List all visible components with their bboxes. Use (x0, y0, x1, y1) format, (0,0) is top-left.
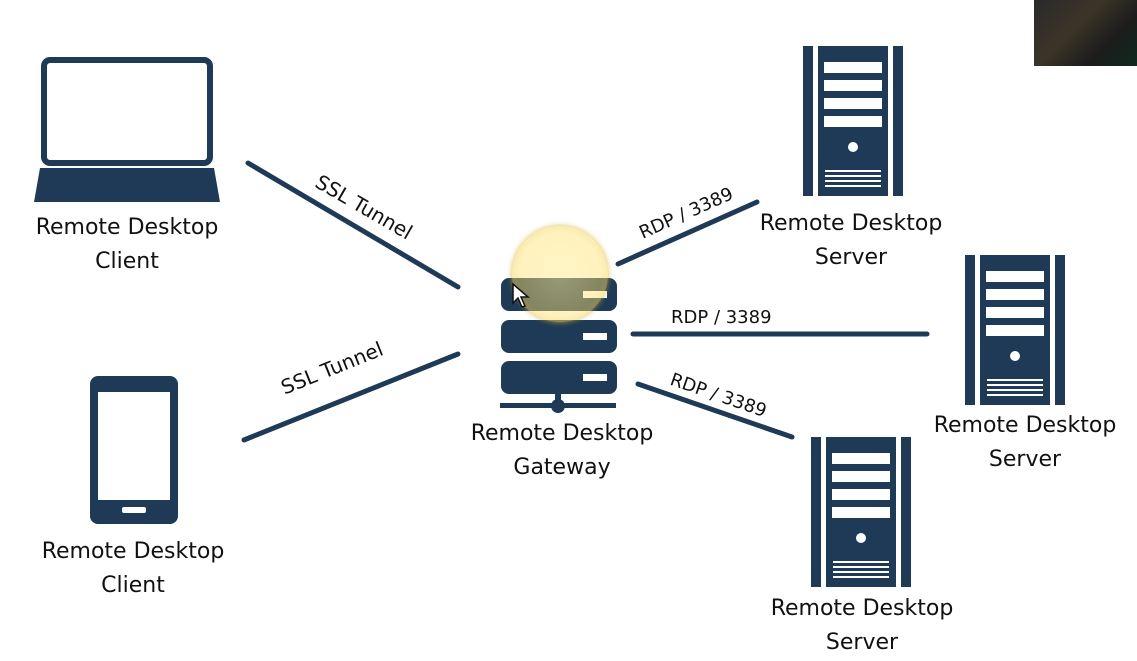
tower-server-icon (965, 255, 1065, 405)
edge-label-rdp-middle: RDP / 3389 (671, 307, 772, 328)
node-label-laptop-client: Remote Desktop Client (36, 211, 219, 279)
node-label-line1: Remote Desktop (759, 211, 943, 236)
node-label-line2: Client (95, 249, 159, 274)
edge-gateway-to-server-top (615, 199, 760, 267)
edge-laptop-to-gateway (245, 160, 461, 290)
node-label-line1: Remote Desktop (770, 596, 954, 621)
node-label-line2: Gateway (513, 455, 611, 480)
node-label-line1: Remote Desktop (35, 215, 219, 240)
smartphone-icon (90, 376, 178, 524)
node-label-gateway: Remote Desktop Gateway (471, 417, 654, 485)
node-label-line1: Remote Desktop (41, 539, 225, 564)
node-label-server-bottom: Remote Desktop Server (771, 592, 954, 660)
cursor-highlight (512, 226, 608, 322)
node-label-line1: Remote Desktop (933, 413, 1117, 438)
node-label-line1: Remote Desktop (470, 421, 654, 446)
webcam-thumbnail (1034, 0, 1137, 66)
tower-server-icon (811, 437, 911, 587)
node-label-server-middle: Remote Desktop Server (934, 409, 1117, 477)
mouse-cursor-icon (512, 283, 531, 308)
node-label-line2: Server (814, 245, 888, 270)
node-label-server-top: Remote Desktop Server (760, 207, 943, 275)
node-label-line2: Server (988, 447, 1062, 472)
node-label-line2: Client (101, 573, 165, 598)
tower-server-icon (803, 46, 903, 196)
edge-gateway-to-server-bottom (635, 381, 795, 440)
node-label-line2: Server (825, 630, 899, 655)
laptop-icon (34, 57, 220, 202)
node-label-phone-client: Remote Desktop Client (42, 535, 225, 603)
edge-phone-to-gateway (241, 351, 461, 443)
